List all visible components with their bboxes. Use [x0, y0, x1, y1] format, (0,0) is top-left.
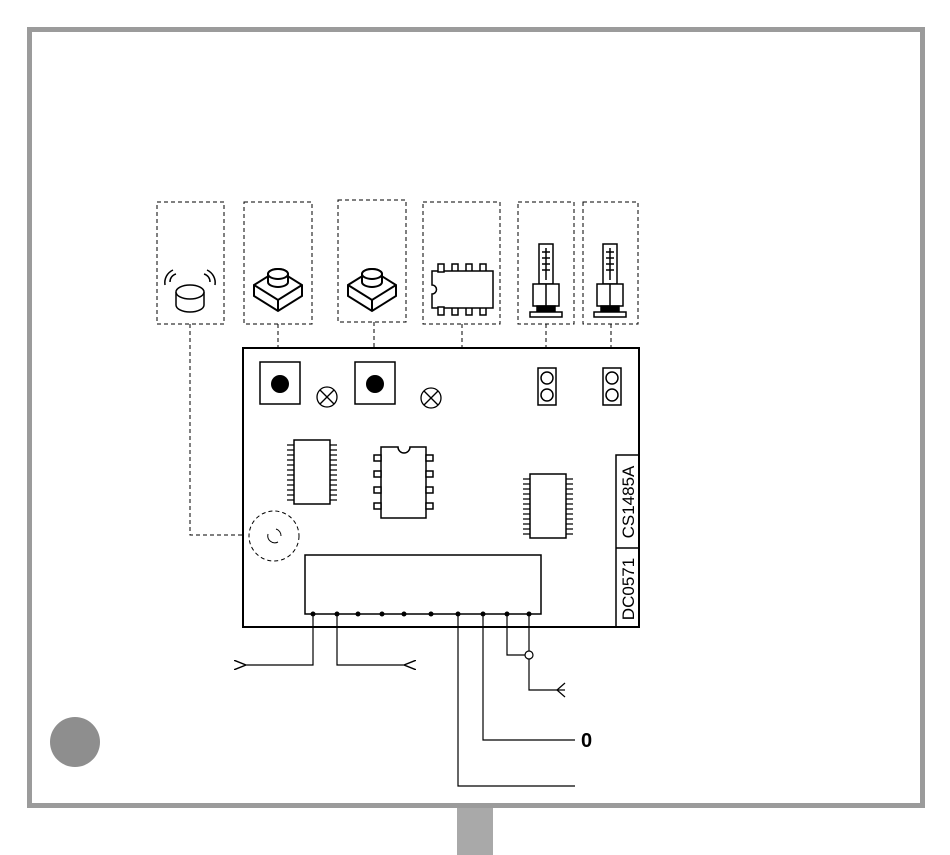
terminal-pin-4: [380, 612, 385, 617]
junction-circle: [525, 651, 533, 659]
push-button2-icon: [348, 269, 396, 311]
wire-bottom: [458, 614, 575, 786]
dip-chip: [374, 447, 433, 518]
terminal-pin-6: [429, 612, 434, 617]
output-wires: [246, 614, 575, 786]
buzzer-box: [157, 202, 224, 324]
ic-chip-icon: [432, 264, 493, 315]
jumper2-icon: [594, 244, 626, 317]
part-code-label: DC0571: [619, 558, 638, 620]
buzzer-icon: [165, 270, 215, 312]
jumper1-header[interactable]: [538, 368, 556, 405]
push-button1-icon: [254, 269, 302, 311]
terminal-block: [305, 555, 541, 614]
component-boxes: [157, 200, 638, 324]
jumper1-icon: [530, 244, 562, 317]
smd-chip-left: [287, 440, 337, 504]
terminal-pin-5: [402, 612, 407, 617]
smd-chip-right: [523, 474, 573, 538]
zero-terminal-label: 0: [581, 730, 592, 752]
terminal-pin-3: [356, 612, 361, 617]
board-button2[interactable]: [355, 362, 395, 404]
jumper2-header[interactable]: [603, 368, 621, 405]
board-button1[interactable]: [260, 362, 300, 404]
model-code-label: CS1485A: [619, 465, 638, 538]
